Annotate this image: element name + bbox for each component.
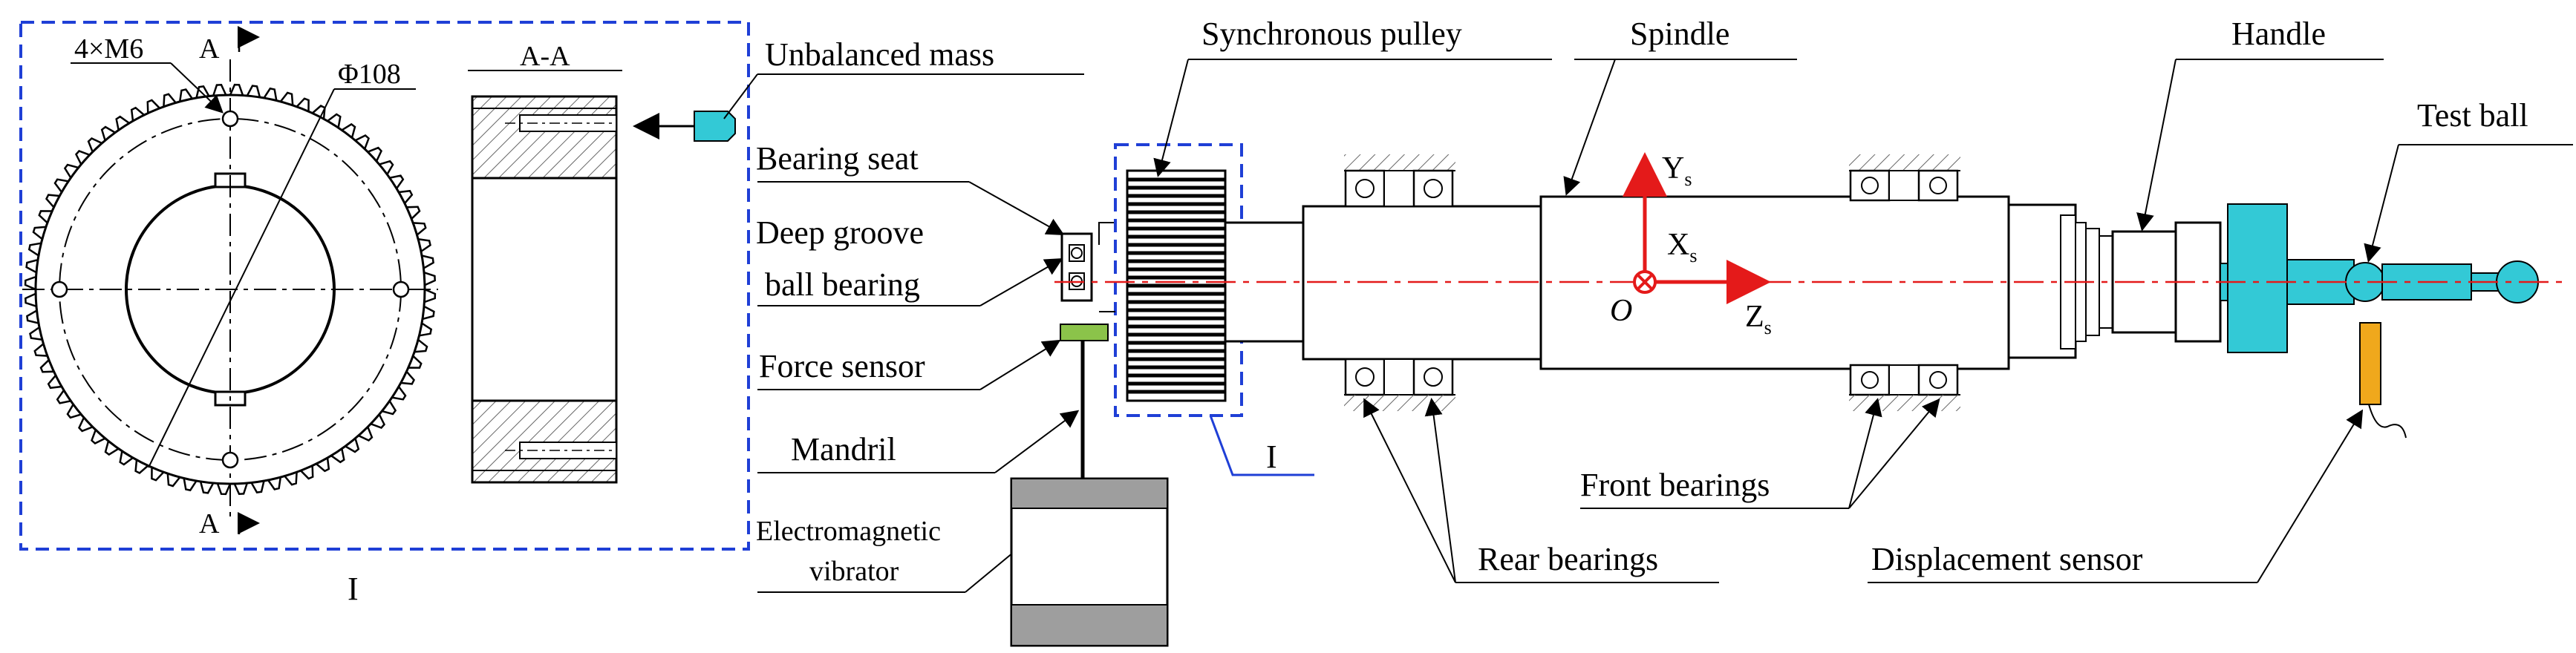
- section-mark-bottom: A: [199, 508, 220, 539]
- pulley-teeth: [1127, 177, 1225, 394]
- detail-id-label: I: [348, 571, 359, 607]
- gear-section-view: [468, 70, 622, 484]
- unbalanced-mass-leader: [723, 73, 758, 119]
- section-mark-top: A: [199, 33, 220, 65]
- front-bearings-label: Front bearings: [1580, 467, 1770, 503]
- unbalanced-mass-label: Unbalanced mass: [765, 36, 994, 73]
- spindle-label: Spindle: [1630, 16, 1729, 52]
- pulley-detail-id: I: [1266, 439, 1277, 475]
- unbalanced-mass-part: [694, 111, 736, 142]
- rear-bearings-bottom: [1344, 358, 1455, 411]
- displacement-sensor-probe: [2359, 322, 2381, 405]
- displacement-sensor-label: Displacement sensor: [1871, 541, 2143, 577]
- front-bearings-top: [1849, 154, 1960, 202]
- deep-groove-label-line1: Deep groove: [756, 214, 924, 251]
- rear-bearings-label: Rear bearings: [1478, 541, 1658, 577]
- axis-z-label: Zs: [1745, 300, 1772, 338]
- test-ball-label: Test ball: [2417, 97, 2528, 134]
- detail-box: [19, 21, 750, 551]
- handle-label: Handle: [2231, 16, 2326, 52]
- vibrator-label-line2: vibrator: [809, 556, 899, 587]
- diameter-label: Φ108: [338, 59, 401, 90]
- force-sensor-label: Force sensor: [759, 348, 925, 384]
- electromagnetic-vibrator: [1010, 477, 1169, 647]
- origin-label: O: [1610, 294, 1632, 328]
- gear-front-view: [22, 26, 438, 534]
- axis-x-label: Xs: [1667, 228, 1697, 266]
- bearing-seat-label: Bearing seat: [756, 140, 919, 177]
- synchronous-pulley-label: Synchronous pulley: [1201, 16, 1462, 52]
- deep-groove-label-line2: ball bearing: [765, 266, 920, 303]
- bolt-label: 4×M6: [74, 33, 143, 65]
- axis-y-label: Ys: [1662, 151, 1692, 190]
- vibrator-label-line1: Electromagnetic: [756, 516, 941, 547]
- section-title: A-A: [520, 41, 570, 72]
- bearing-seat-assembly: [1060, 232, 1093, 302]
- force-sensor-block: [1060, 324, 1109, 341]
- rear-bearings-top: [1344, 154, 1455, 208]
- mandril-label: Mandril: [791, 431, 896, 467]
- front-bearings-bottom: [1849, 364, 1960, 411]
- synchronous-pulley: [1126, 169, 1227, 402]
